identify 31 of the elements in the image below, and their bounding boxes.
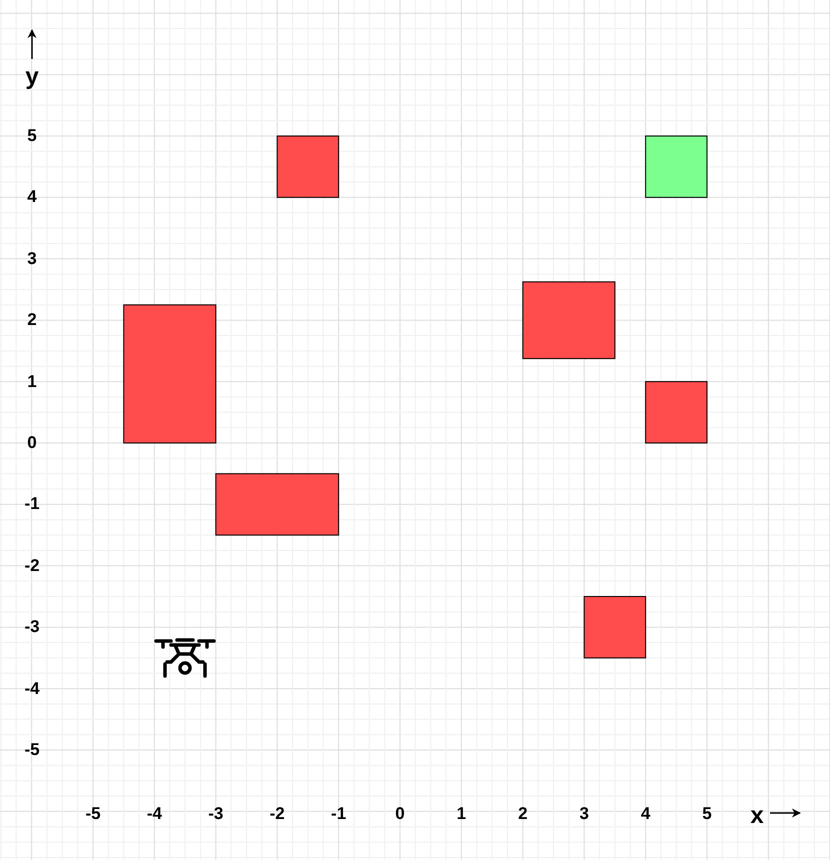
tick-label: -1 (24, 494, 40, 514)
tick-label: -5 (85, 804, 101, 824)
axis-label: y (25, 64, 39, 90)
tick-label: 0 (395, 804, 405, 824)
tick-label: 2 (518, 804, 528, 824)
tick-label: 4 (27, 187, 37, 208)
tick-label: -4 (146, 804, 162, 824)
tick-label: 1 (456, 804, 466, 824)
goal-square (645, 136, 708, 198)
tick-label: 3 (579, 804, 589, 824)
tick-label: -3 (208, 804, 224, 824)
tick-label: -4 (24, 678, 40, 699)
tick-label: -5 (24, 740, 40, 760)
tick-label: -3 (24, 617, 40, 638)
tick-label: 3 (27, 248, 37, 269)
obstacle-rectangle (215, 473, 340, 536)
obstacle-rectangle (276, 136, 340, 198)
obstacle-rectangle (522, 281, 616, 360)
tick-label: -1 (331, 804, 346, 824)
tick-label: 2 (27, 310, 37, 330)
obstacle-rectangle (645, 381, 708, 444)
tick-label: -2 (270, 804, 285, 824)
axis-label: x (750, 803, 764, 829)
tick-label: 4 (640, 804, 650, 824)
obstacle-rectangle (123, 304, 216, 444)
tick-label: 0 (27, 433, 37, 453)
tick-label: 5 (27, 126, 37, 146)
tick-label: -2 (24, 556, 40, 576)
tick-label: 5 (702, 804, 712, 824)
obstacle-rectangle (584, 596, 646, 658)
tick-label: 1 (27, 372, 37, 392)
